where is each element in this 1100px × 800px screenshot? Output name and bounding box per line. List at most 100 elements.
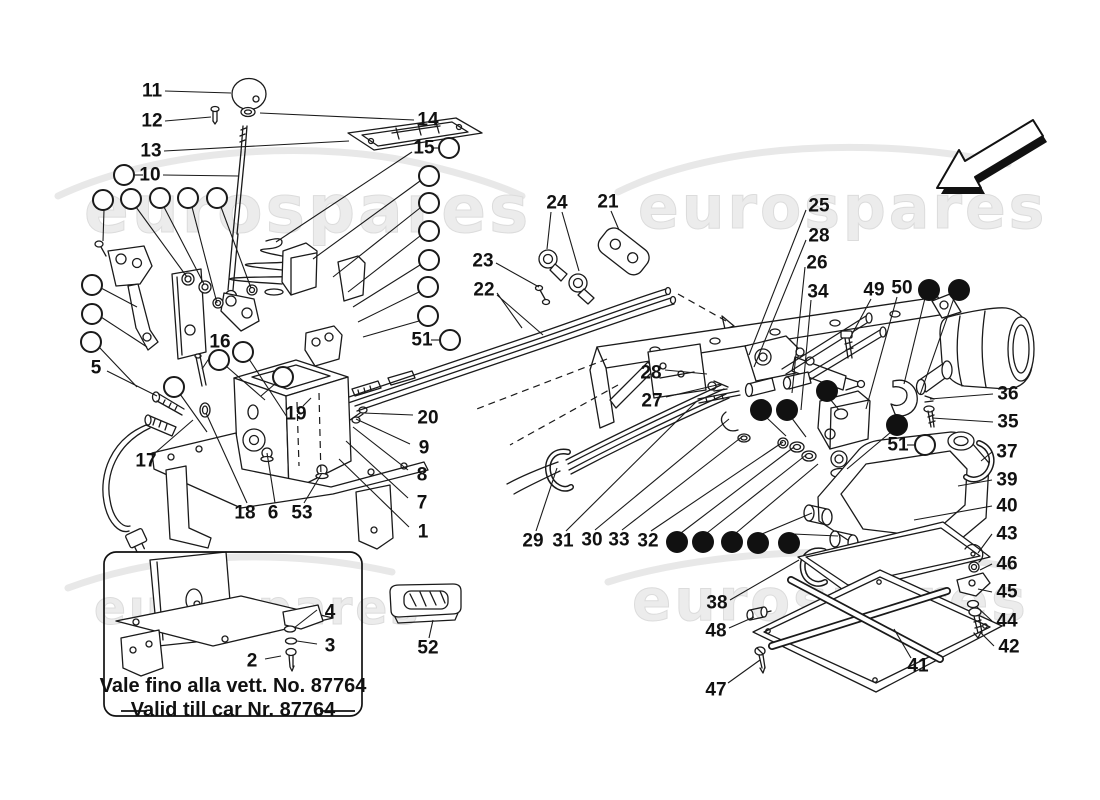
- part-number-label: 14: [417, 110, 439, 131]
- cable-clamps: [534, 249, 595, 306]
- cable-clamp-29: [506, 448, 574, 495]
- part-number-label: 49: [863, 280, 884, 301]
- filled-circle-marker: [747, 532, 769, 554]
- leader-line: [106, 370, 158, 397]
- open-circle-marker: [418, 220, 440, 242]
- leader-line: [495, 262, 540, 288]
- pedestal-block: [281, 242, 318, 296]
- part-number-label: 4: [325, 602, 336, 623]
- part-number-label: 25: [808, 196, 830, 217]
- note-line-english: Valid till car Nr. 87764: [131, 699, 336, 721]
- linkage-row: [697, 371, 817, 462]
- note-box: Vale fino alla vett. No. 87764 Valid til…: [100, 551, 367, 721]
- leader-line: [100, 316, 148, 348]
- leader-line: [791, 266, 806, 394]
- leader-line: [980, 451, 993, 462]
- part-number-label: 44: [996, 611, 1018, 632]
- gear-knob: [231, 77, 267, 111]
- hidden-dash-line: [296, 401, 300, 467]
- lever-spring: [229, 238, 312, 296]
- part-number-label: 28: [808, 226, 829, 247]
- open-circle-marker: [232, 341, 254, 363]
- leader-line: [352, 426, 409, 471]
- leader-line: [191, 206, 218, 304]
- open-circle-marker: [418, 165, 440, 187]
- leader-line: [496, 294, 544, 336]
- leader-line: [535, 467, 558, 532]
- filled-circle-marker: [776, 399, 798, 421]
- leader-line: [594, 418, 730, 531]
- filled-circle-marker: [886, 414, 908, 436]
- leader-line: [761, 512, 813, 535]
- hidden-dash-line: [677, 293, 727, 322]
- shift-cables-lower: [565, 384, 730, 475]
- part-number-label: 53: [291, 503, 312, 524]
- part-number-label: 24: [546, 193, 568, 214]
- part-number-label: 28: [640, 363, 661, 384]
- leader-line: [302, 397, 312, 407]
- filled-circle-layer: [666, 279, 970, 554]
- part-number-label: 19: [285, 404, 306, 425]
- open-circle-marker: [418, 249, 440, 271]
- leader-line: [980, 632, 995, 647]
- open-circle-marker: [149, 187, 171, 209]
- gasket-plate-40: [797, 521, 991, 593]
- leader-line: [163, 206, 205, 285]
- open-circle-marker: [417, 276, 439, 298]
- leader-line: [735, 463, 819, 534]
- leader-line: [275, 151, 413, 243]
- part-number-label: 27: [641, 391, 662, 412]
- part-number-label: 29: [522, 531, 543, 552]
- leader-line: [164, 116, 212, 122]
- boot-frame-52: [389, 583, 462, 624]
- leader-line: [748, 209, 807, 356]
- leader-line: [903, 297, 926, 385]
- leader-line: [665, 383, 722, 398]
- leader-line: [706, 454, 807, 534]
- part-number-label: 33: [608, 530, 629, 551]
- leader-line: [800, 299, 812, 411]
- leader-line: [259, 112, 415, 121]
- part-number-label: 34: [807, 282, 829, 303]
- leader-line: [846, 431, 892, 470]
- part-number-label: 22: [473, 280, 494, 301]
- leader-line: [650, 441, 784, 532]
- part-number-label: 43: [996, 524, 1017, 545]
- leader-line: [163, 140, 350, 152]
- leader-line: [621, 435, 744, 531]
- leader-line: [976, 606, 993, 622]
- leader-line: [332, 207, 421, 278]
- hidden-dash-line: [509, 384, 619, 446]
- open-circle-marker: [81, 303, 103, 325]
- leader-line: [154, 419, 194, 454]
- direction-arrow-icon: [936, 119, 1047, 194]
- part-number-label: 51: [411, 330, 433, 351]
- open-circle-marker: [81, 274, 103, 296]
- lever-housing-plate: [171, 268, 207, 360]
- open-circle-marker: [418, 192, 440, 214]
- open-circle-marker: [439, 329, 461, 351]
- leader-line: [102, 209, 105, 242]
- frame-pad: [597, 227, 650, 276]
- knob-nut: [240, 106, 256, 118]
- shift-cables-upper: [345, 286, 735, 412]
- part-number-label: 3: [325, 636, 336, 657]
- leader-line: [355, 418, 411, 445]
- part-number-label: 39: [996, 470, 1017, 491]
- part-number-label: 16: [209, 332, 230, 353]
- part-number-label: 17: [135, 451, 156, 472]
- watermark-text: eurospares: [84, 171, 531, 248]
- leader-line: [179, 393, 208, 433]
- part-number-label: 38: [706, 593, 727, 614]
- leader-line: [729, 559, 800, 601]
- open-circle-marker: [914, 434, 936, 456]
- part-number-label: 32: [637, 531, 658, 552]
- leader-line: [362, 320, 420, 338]
- leader-line: [977, 588, 993, 593]
- leader-line: [338, 458, 410, 528]
- cable-17: [102, 391, 185, 553]
- part-number-label: 42: [998, 637, 1019, 658]
- watermark-text: eurospares: [638, 173, 1047, 243]
- leader-line: [164, 90, 232, 94]
